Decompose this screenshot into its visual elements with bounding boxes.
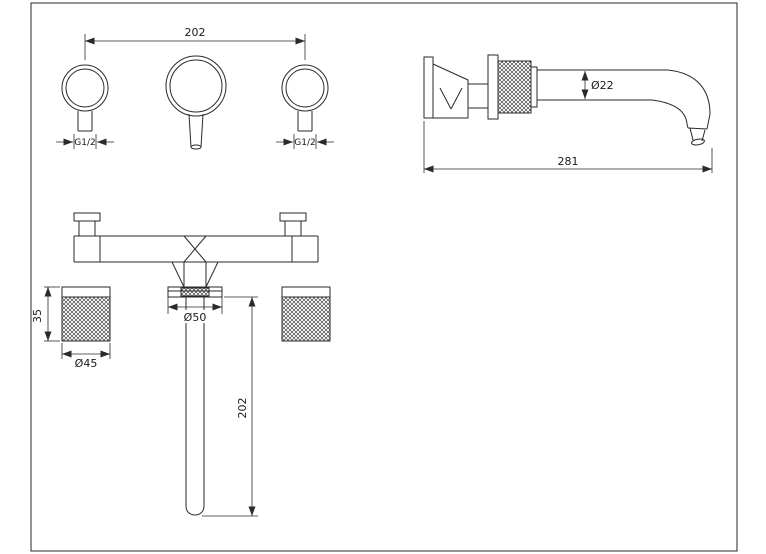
front-left-handle	[61, 64, 109, 132]
dim-handle-diameter: Ø45	[61, 343, 111, 370]
side-spout-tube	[537, 69, 711, 146]
dim-spout-reach: 281	[423, 121, 713, 173]
front-view: 202	[56, 26, 334, 150]
knurled-nut	[497, 60, 538, 114]
front-spout	[165, 55, 227, 150]
spout-diameter-label: Ø22	[591, 79, 614, 92]
drawing-border	[30, 2, 738, 552]
left-thread-label: G1/2	[74, 138, 95, 148]
right-handle-knob	[281, 286, 331, 342]
dim-spout-length: 202	[202, 296, 258, 517]
left-handle-knob	[61, 286, 111, 342]
wall-bracket	[423, 56, 488, 119]
spout-escutcheon	[167, 286, 223, 298]
handle-diameter-label: Ø45	[75, 357, 98, 370]
spout-reach-label: 281	[558, 155, 579, 168]
left-inlet-tab	[73, 212, 101, 237]
dim-center-distance: 202	[84, 26, 306, 60]
right-thread-label: G1/2	[294, 138, 315, 148]
right-inlet-tab	[279, 212, 307, 237]
dim-left-thread: G1/2	[56, 134, 114, 149]
dim-right-thread: G1/2	[276, 134, 334, 149]
bottom-view: Ø50 35 Ø45 202	[31, 212, 331, 517]
escutcheon-diameter-label: Ø50	[184, 311, 207, 324]
body-tube	[73, 235, 319, 288]
dim-spout-diameter: Ø22	[581, 71, 614, 99]
dim-center-distance-label: 202	[185, 26, 206, 39]
handle-height-label: 35	[31, 309, 44, 323]
escutcheon-flange	[487, 54, 499, 120]
front-right-handle	[281, 64, 329, 132]
dim-handle-height: 35	[31, 286, 60, 342]
dim-escutcheon-diameter: Ø50	[167, 297, 223, 324]
bottom-spout-tube	[185, 297, 205, 516]
side-view: Ø22 281	[423, 54, 713, 173]
spout-length-label: 202	[236, 398, 249, 419]
